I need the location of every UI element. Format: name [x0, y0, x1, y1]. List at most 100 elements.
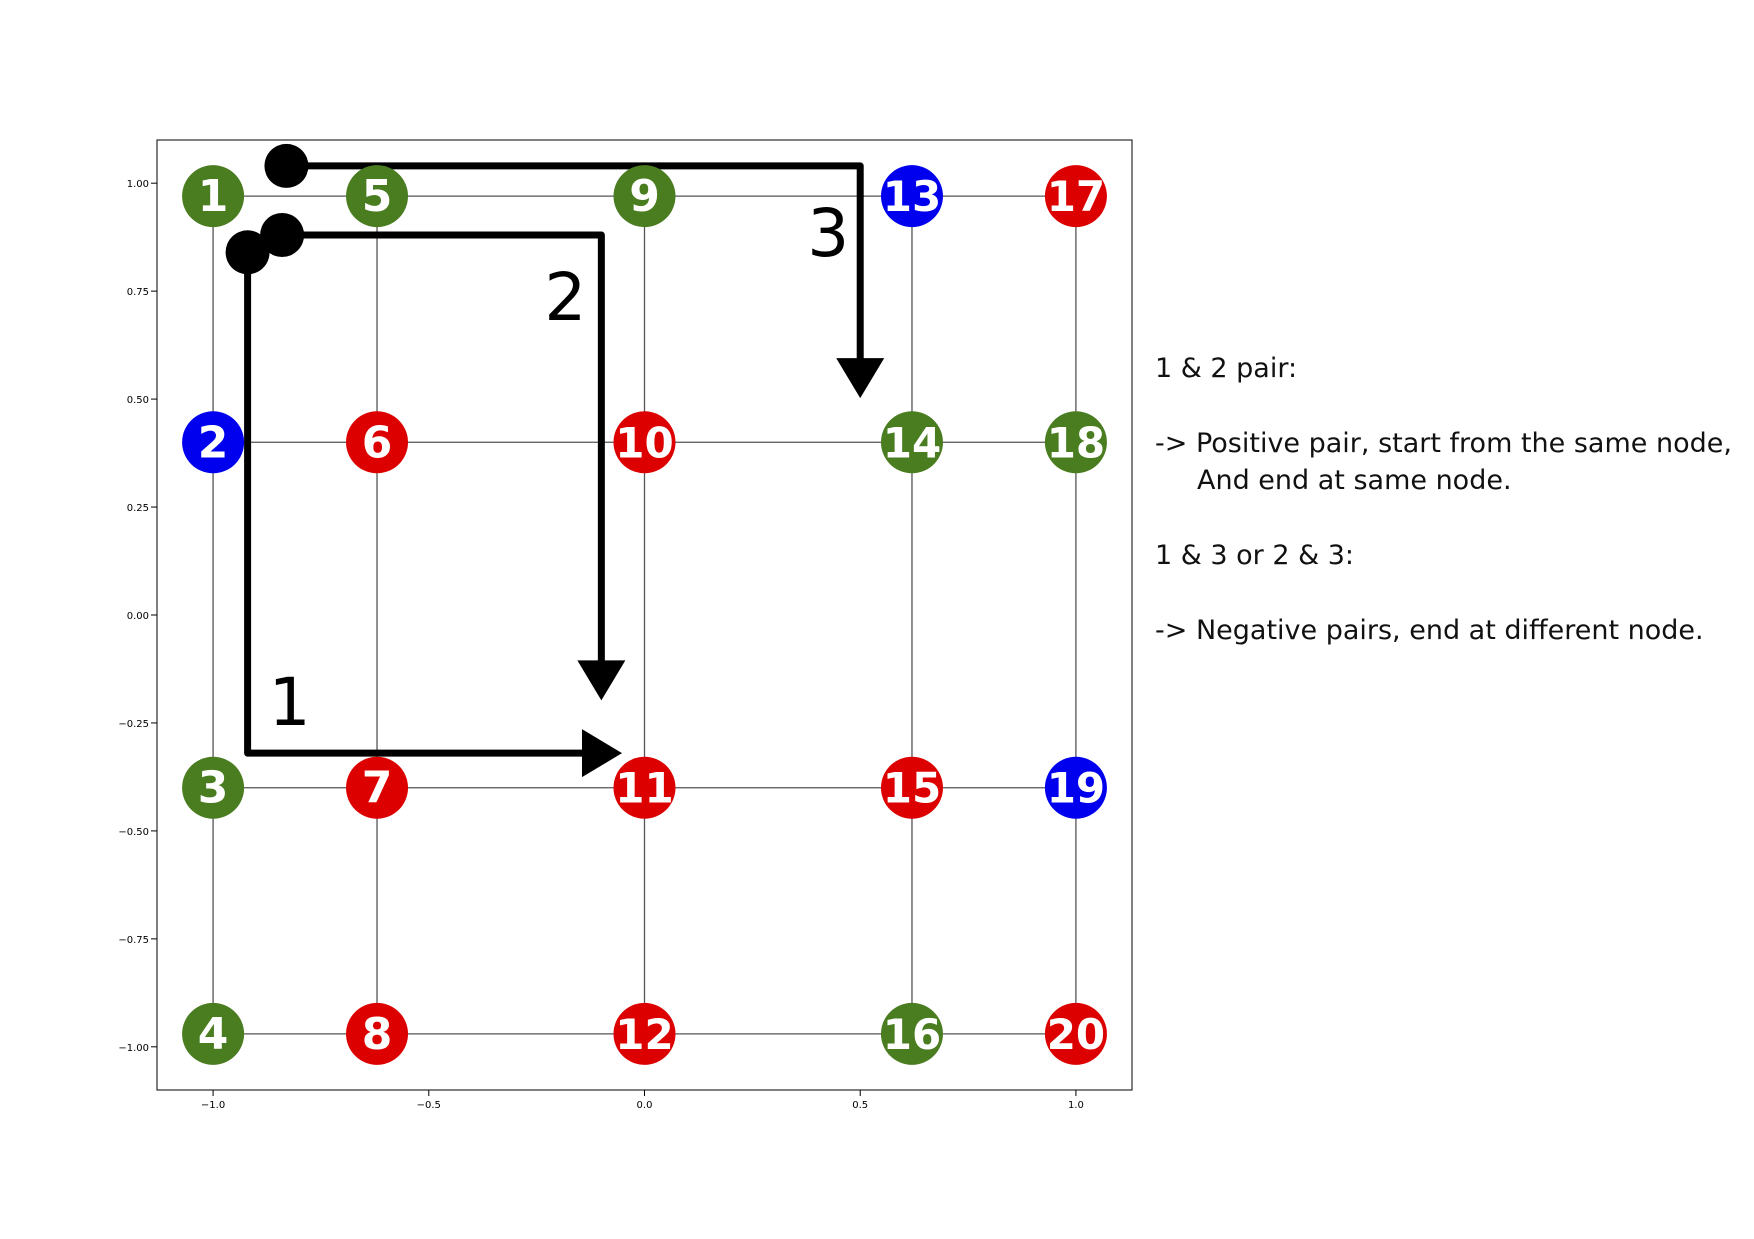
- node-circle: [182, 1002, 245, 1065]
- node-label: 11: [615, 764, 673, 813]
- node-label: 3: [198, 763, 229, 814]
- node-label: 2: [198, 417, 229, 468]
- node-circle: [613, 756, 676, 819]
- node-circle: [346, 1002, 409, 1065]
- walk-path-1: 1: [225, 230, 622, 778]
- node-label: 13: [883, 172, 941, 221]
- y-tick-label: −0.75: [118, 935, 149, 946]
- path-number-label: 1: [269, 664, 311, 741]
- path-line: [244, 248, 614, 757]
- node-8: 8: [346, 1002, 409, 1065]
- x-tick-label: −1.0: [201, 1100, 225, 1111]
- path-line: [282, 162, 864, 390]
- node-13: 13: [880, 165, 943, 228]
- y-tick-label: 0.25: [127, 503, 149, 514]
- node-circle: [880, 1002, 943, 1065]
- node-circle: [182, 411, 245, 474]
- node-3: 3: [182, 756, 245, 819]
- node-label: 17: [1047, 172, 1105, 221]
- y-tick-label: −0.50: [118, 827, 149, 838]
- node-circle: [182, 165, 245, 228]
- node-label: 8: [362, 1009, 393, 1060]
- note-positive-description-cont: And end at same node.: [1197, 465, 1512, 496]
- node-circle: [346, 411, 409, 474]
- node-circle: [1044, 165, 1107, 228]
- node-18: 18: [1044, 411, 1107, 474]
- node-1: 1: [182, 165, 245, 228]
- node-circle: [182, 756, 245, 819]
- x-tick-label: 0.0: [637, 1100, 653, 1111]
- note-negative-description: -> Negative pairs, end at different node…: [1155, 615, 1704, 646]
- path-start-dot: [264, 143, 309, 188]
- x-tick-label: 0.5: [852, 1100, 868, 1111]
- node-15: 15: [880, 756, 943, 819]
- node-5: 5: [346, 165, 409, 228]
- path-line: [278, 231, 605, 692]
- y-tick-label: −0.25: [118, 719, 149, 730]
- node-4: 4: [182, 1002, 245, 1065]
- path-start-dot: [260, 213, 305, 257]
- y-tick-label: 0.50: [127, 395, 149, 406]
- walk-path-3: 3: [264, 143, 885, 399]
- node-10: 10: [613, 411, 676, 474]
- y-tick-label: 0.00: [127, 611, 149, 622]
- node-20: 20: [1044, 1002, 1107, 1065]
- node-label: 5: [362, 171, 393, 222]
- explanation-notes: 1 & 2 pair: -> Positive pair, start from…: [1155, 350, 1745, 649]
- grid-edges: [212, 195, 1077, 1035]
- y-tick-label: −1.00: [118, 1043, 149, 1054]
- node-circle: [880, 411, 943, 474]
- node-2: 2: [182, 411, 245, 474]
- note-negative-heading: 1 & 3 or 2 & 3:: [1155, 540, 1355, 571]
- plot-axes: −1.0 −0.5 0.0 0.5 1.0 1.00 0.75 0.50 0.25 0.00 −0.…: [118, 139, 1133, 1111]
- path-arrowhead: [577, 660, 626, 701]
- node-label: 20: [1047, 1010, 1105, 1059]
- node-circle: [346, 756, 409, 819]
- node-9: 9: [613, 165, 676, 228]
- path-arrowhead: [836, 358, 885, 399]
- node-label: 15: [883, 764, 941, 813]
- node-circle: [613, 411, 676, 474]
- path-number-label: 2: [544, 259, 586, 336]
- node-label: 1: [198, 171, 229, 222]
- node-17: 17: [1044, 165, 1107, 228]
- node-11: 11: [613, 756, 676, 819]
- node-circle: [880, 756, 943, 819]
- node-circle: [1044, 756, 1107, 819]
- path-number-label: 3: [807, 195, 849, 272]
- x-tick-label: 1.0: [1068, 1100, 1084, 1111]
- node-label: 10: [615, 418, 673, 467]
- node-6: 6: [346, 411, 409, 474]
- node-circle: [1044, 1002, 1107, 1065]
- node-14: 14: [880, 411, 943, 474]
- node-label: 7: [362, 763, 393, 814]
- node-label: 19: [1047, 764, 1105, 813]
- node-label: 9: [629, 171, 660, 222]
- x-tick-label: −0.5: [417, 1100, 441, 1111]
- node-12: 12: [613, 1002, 676, 1065]
- node-label: 4: [198, 1009, 229, 1060]
- node-7: 7: [346, 756, 409, 819]
- y-tick-label: 1.00: [127, 179, 149, 190]
- node-19: 19: [1044, 756, 1107, 819]
- note-positive-description: -> Positive pair, start from the same no…: [1155, 428, 1732, 459]
- note-positive-heading: 1 & 2 pair:: [1155, 353, 1298, 384]
- y-tick-label: 0.75: [127, 287, 149, 298]
- node-label: 12: [615, 1010, 673, 1059]
- walk-paths: 1 2 3: [225, 143, 885, 778]
- node-circle: [613, 165, 676, 228]
- walk-path-2: 2: [260, 213, 626, 701]
- path-start-dot: [225, 230, 270, 275]
- node-label: 14: [883, 418, 941, 467]
- node-circle: [346, 165, 409, 228]
- node-circle: [613, 1002, 676, 1065]
- node-label: 16: [883, 1010, 941, 1059]
- node-label: 6: [362, 417, 393, 468]
- node-label: 18: [1047, 418, 1105, 467]
- node-16: 16: [880, 1002, 943, 1065]
- node-circle: [1044, 411, 1107, 474]
- path-arrowhead: [581, 729, 622, 778]
- node-circle: [880, 165, 943, 228]
